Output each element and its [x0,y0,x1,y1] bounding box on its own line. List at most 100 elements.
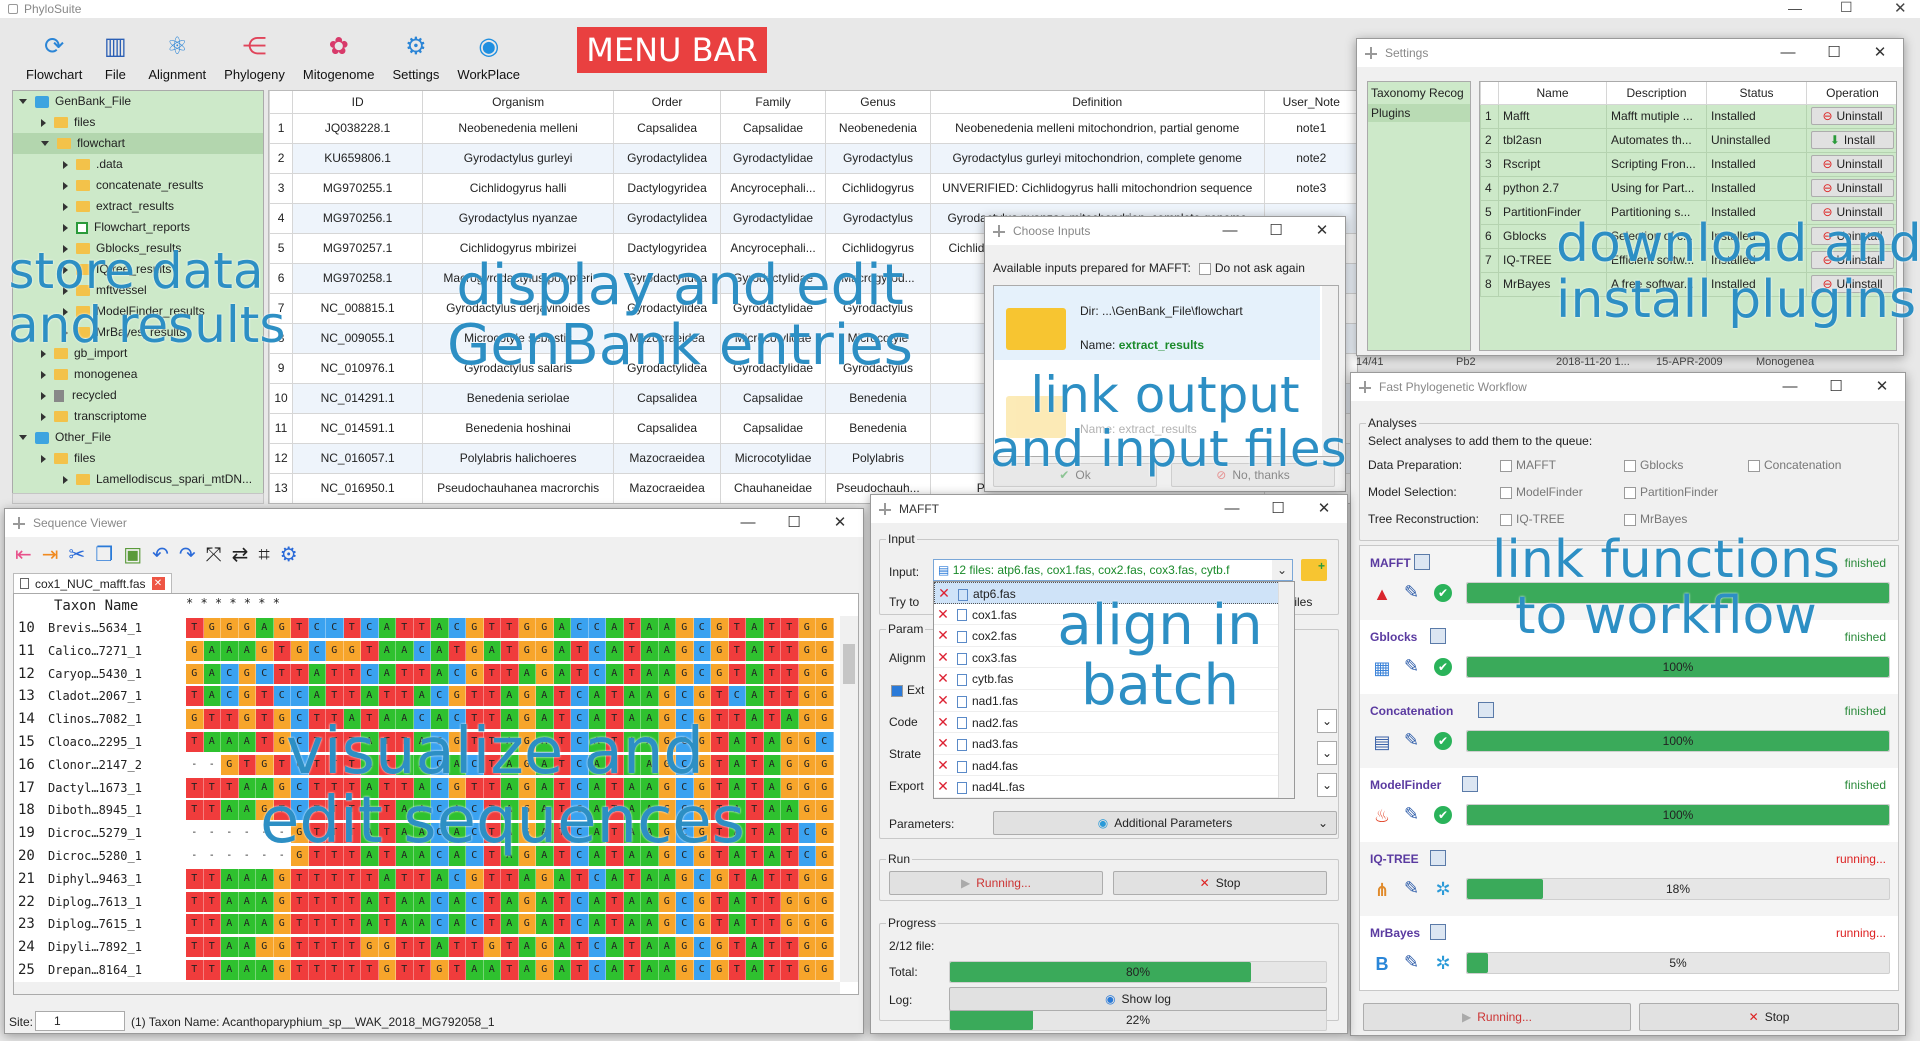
redo-icon[interactable]: ↷ [178,544,196,566]
remove-file-icon[interactable]: ✕ [937,713,949,730]
close-button[interactable]: ✕ [833,514,847,531]
taxon-name[interactable]: Clinos…7082_1 [48,712,142,727]
taxon-name[interactable]: Cloaco…2295_1 [48,735,142,749]
ext-checkbox[interactable]: Ext [891,683,924,697]
table-cell[interactable]: Polylabris [825,442,931,474]
maximize-button[interactable]: ☐ [787,514,801,531]
input-file-item[interactable]: ✕cytb.fas [934,668,1294,690]
tree-node[interactable]: transcriptome [13,406,263,427]
scroll-thumb[interactable] [843,644,855,684]
column-header[interactable]: Definition [929,91,1265,114]
swap-icon[interactable]: ⇄ [231,544,249,566]
option-checkbox[interactable] [1500,459,1512,472]
table-cell[interactable]: JQ038228.1 [292,112,424,144]
analysis-option-modelfinder[interactable]: ModelFinder [1500,485,1624,499]
dont-ask-checkbox[interactable] [1198,262,1211,275]
option-checkbox[interactable] [1624,459,1636,472]
taxon-name[interactable]: Calico…7271_1 [48,643,142,658]
option-checkbox[interactable] [1500,513,1512,526]
column-header[interactable]: ID [292,91,424,114]
table-cell[interactable]: Cichlidogyrus halli [422,172,615,204]
minimize-button[interactable]: — [1222,222,1238,239]
remove-file-icon[interactable]: ✕ [937,756,949,773]
input-file-item[interactable]: ✕cox1.fas [934,604,1294,626]
table-cell[interactable]: Mazocraeidea [613,472,722,503]
table-cell[interactable]: Capsalidae [720,382,826,414]
table-cell[interactable]: Cichlidogyrus mbirizei [422,232,615,264]
taxon-name[interactable]: Diboth…8945_1 [48,803,142,818]
input-option-2[interactable]: Name: extract_results [994,382,1320,442]
table-cell[interactable]: Using for Part... [1606,175,1707,201]
input-file-item[interactable]: ✕nad3.fas [934,733,1294,755]
table-cell[interactable]: A free softwar... [1606,271,1707,297]
taxon-name[interactable]: Cladot…2067_1 [48,689,142,704]
table-cell[interactable]: note3 [1263,172,1357,204]
column-header[interactable]: User_Note [1263,91,1357,114]
table-cell[interactable]: Gyrodactylidea [613,262,722,294]
inputs-scrollbar[interactable] [1322,286,1338,456]
table-cell[interactable]: Macrogyrod... [825,262,931,294]
tree-node[interactable]: gb_import [13,343,263,364]
mafft-stop-button[interactable]: ✕Stop [1113,871,1327,895]
code-combo-arrow[interactable]: ⌄ [1317,709,1337,733]
table-cell[interactable]: Cichlidogyrus [825,172,931,204]
maximize-button[interactable]: ☐ [1269,222,1283,239]
table-cell[interactable]: Gyrodactylidea [613,142,722,174]
table-cell[interactable]: Capsalidae [720,112,826,144]
analysis-option-iq-tree[interactable]: IQ-TREE [1500,512,1624,526]
table-cell[interactable]: Benedenia [825,382,931,414]
remove-file-icon[interactable]: ✕ [937,735,949,752]
maximize-button[interactable]: ☐ [1827,44,1841,61]
table-cell[interactable]: Capsalidea [613,382,722,414]
install-button[interactable]: ⬇Install [1811,131,1894,149]
no-thanks-button[interactable]: ⊘No, thanks [1171,463,1335,487]
column-header[interactable]: Description [1606,82,1707,105]
tree-node[interactable]: MrBayes_results [13,322,263,343]
table-cell[interactable]: Cichlidogyrus [825,232,931,264]
tree-node[interactable]: files [13,448,263,469]
show-log-button[interactable]: ◉Show log [949,987,1327,1011]
toolbar-workplace-button[interactable]: ◉WorkPlace [457,31,520,83]
tree-node[interactable]: .data [13,154,263,175]
minimize-button[interactable]: — [1782,378,1798,395]
input-file-item[interactable]: ✕nad1.fas [934,690,1294,712]
seq-tab[interactable]: cox1_NUC_mafft.fas ✕ [13,573,172,593]
table-cell[interactable]: IQ-TREE [1498,247,1607,273]
taxon-name[interactable]: Diplog…7615_1 [48,917,142,932]
toolbar-settings-button[interactable]: ⚙Settings [392,31,439,83]
column-header[interactable]: Genus [825,91,931,114]
table-cell[interactable]: MG970258.1 [292,262,424,294]
table-cell[interactable]: Efficient softw... [1606,247,1707,273]
table-cell[interactable]: Gyrodactylus nyanzae [422,202,615,234]
table-cell[interactable]: MG970255.1 [292,172,424,204]
table-cell[interactable]: Selection of c... [1606,223,1707,249]
seq-hscrollbar[interactable] [14,982,840,994]
input-combo[interactable]: ▤ 12 files: atp6.fas, cox1.fas, cox2.fas… [933,559,1293,581]
seq-vscrollbar[interactable] [840,616,858,982]
table-cell[interactable]: Installed [1706,271,1807,297]
tree-node[interactable]: concatenate_results [13,175,263,196]
tree-node[interactable]: extract_results [13,196,263,217]
tree-node[interactable]: monogenea [13,364,263,385]
taxon-name[interactable]: Drepan…8164_1 [48,963,142,977]
input-file-item[interactable]: ✕nad2.fas [934,712,1294,734]
tree-node[interactable]: flowchart [13,133,263,154]
table-cell[interactable]: Mazocraeidea [613,322,722,354]
table-cell[interactable]: Gyrodactylidae [720,142,826,174]
table-cell[interactable]: note1 [1263,112,1357,144]
column-header[interactable]: Family [720,91,826,114]
table-cell[interactable]: Dactylogyridea [613,172,722,204]
